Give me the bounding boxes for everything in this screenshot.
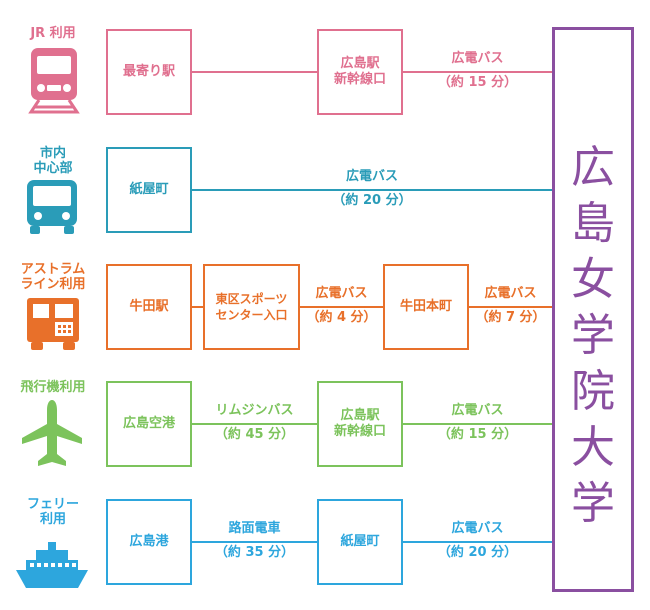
mode-label-city: 市内 中心部 bbox=[33, 146, 73, 176]
mode-label-ferry: フェリー 利用 bbox=[26, 497, 79, 527]
destination-name: 広 島 女 学 院 大 学 bbox=[552, 140, 634, 540]
station-astram-3: 牛田本町 bbox=[383, 264, 469, 350]
station-astram-2: 東区スポーツ センター入口 bbox=[203, 264, 300, 350]
edge-label-astram-3: 広電バス （約 7 分） bbox=[475, 286, 546, 325]
connector-line bbox=[192, 306, 203, 308]
station-air-1: 広島空港 bbox=[106, 381, 192, 467]
connector-line bbox=[403, 71, 552, 73]
edge-label-city-1: 広電バス （約 20 分） bbox=[332, 169, 412, 208]
destination-char: 大 bbox=[571, 422, 615, 473]
connector-line bbox=[192, 541, 317, 543]
station-jr-1: 最寄り駅 bbox=[106, 29, 192, 115]
connector-line bbox=[469, 306, 552, 308]
destination-box bbox=[552, 27, 634, 592]
connector-line bbox=[192, 423, 317, 425]
station-ferry-2: 紙屋町 bbox=[317, 499, 403, 585]
destination-char: 島 bbox=[571, 198, 615, 249]
station-astram-1: 牛田駅 bbox=[106, 264, 192, 350]
station-jr-2: 広島駅 新幹線口 bbox=[317, 29, 403, 115]
connector-line bbox=[192, 189, 552, 191]
destination-char: 女 bbox=[571, 254, 615, 305]
edge-label-astram-2: 広電バス （約 4 分） bbox=[306, 286, 377, 325]
station-air-2: 広島駅 新幹線口 bbox=[317, 381, 403, 467]
station-ferry-1: 広島港 bbox=[106, 499, 192, 585]
train-icon bbox=[28, 48, 80, 114]
edge-label-air-1: リムジンバス （約 45 分） bbox=[214, 403, 295, 442]
destination-char: 院 bbox=[571, 366, 615, 417]
ship-icon bbox=[16, 542, 88, 588]
edge-label-jr-2: 広電バス （約 15 分） bbox=[437, 51, 518, 90]
edge-label-air-2: 広電バス （約 15 分） bbox=[437, 403, 518, 442]
connector-line bbox=[403, 541, 552, 543]
astram-icon bbox=[27, 298, 79, 350]
connector-line bbox=[403, 423, 552, 425]
destination-char: 広 bbox=[571, 142, 615, 193]
connector-line bbox=[300, 306, 383, 308]
mode-label-jr: JR 利用 bbox=[30, 26, 76, 41]
bus-icon bbox=[27, 180, 77, 234]
connector-line bbox=[192, 71, 317, 73]
mode-label-air: 飛行機利用 bbox=[20, 380, 86, 395]
airplane-icon bbox=[22, 400, 82, 466]
station-city-1: 紙屋町 bbox=[106, 147, 192, 233]
destination-char: 学 bbox=[571, 478, 615, 529]
edge-label-ferry-2: 広電バス （約 20 分） bbox=[437, 521, 518, 560]
edge-label-ferry-1: 路面電車 （約 35 分） bbox=[214, 521, 295, 560]
destination-char: 学 bbox=[571, 310, 615, 361]
mode-label-astram: アストラム ライン利用 bbox=[20, 262, 86, 292]
